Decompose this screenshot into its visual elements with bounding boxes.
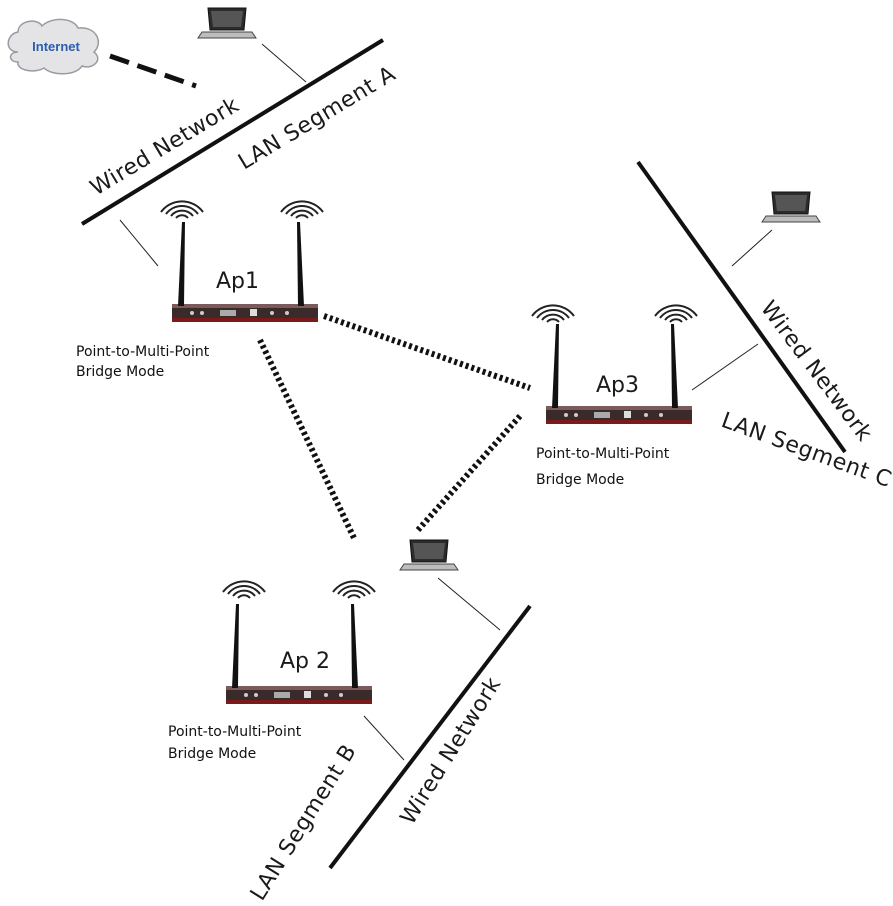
segment-c-network-label: Wired Network xyxy=(755,297,877,447)
wireless-link-ap3-laptop-b xyxy=(415,413,523,533)
wireless-signal-icon xyxy=(222,580,266,599)
segment-b-label: LAN Segment B xyxy=(246,740,362,905)
ap3-name: Ap3 xyxy=(596,373,639,398)
segment-a-network-label: Wired Network xyxy=(86,93,244,201)
ap3-cable xyxy=(691,343,759,391)
laptop-b-cable xyxy=(437,577,501,631)
wireless-signal-icon xyxy=(280,200,324,219)
laptop-c-cable xyxy=(731,229,773,267)
wireless-link-ap1-ap3 xyxy=(323,313,531,391)
wired-network-line-c xyxy=(636,160,847,454)
ap3-mode-line2: Bridge Mode xyxy=(536,472,624,488)
internet-label: Internet xyxy=(32,39,80,54)
ap2-mode-line1: Point-to-Multi-Point xyxy=(168,724,302,740)
ap3-mode-line1: Point-to-Multi-Point xyxy=(536,446,670,462)
internet-cloud-icon: Internet xyxy=(7,18,99,75)
ap2-mode-line2: Bridge Mode xyxy=(168,746,256,762)
segment-b-network-label: Wired Network xyxy=(396,673,507,829)
wireless-signal-icon xyxy=(160,200,204,219)
ap1-cable xyxy=(119,219,159,267)
internet-link xyxy=(109,53,197,89)
ap1-name: Ap1 xyxy=(216,269,259,294)
ap2-cable xyxy=(363,715,405,761)
wireless-links xyxy=(257,313,531,540)
wireless-link-ap1-ap2 xyxy=(257,338,357,540)
laptop-icon xyxy=(761,191,821,223)
wireless-signal-icon xyxy=(654,304,698,323)
laptop-icon xyxy=(197,7,257,39)
wired-network-line-a xyxy=(80,38,385,226)
wireless-signal-icon xyxy=(531,304,575,323)
laptop-a-cable xyxy=(261,43,307,83)
ap2-name: Ap 2 xyxy=(280,649,330,674)
laptop-icon xyxy=(399,539,459,571)
wireless-signal-icon xyxy=(332,580,376,599)
ap1-mode-line1: Point-to-Multi-Point xyxy=(76,344,210,360)
wired-network-line-b xyxy=(328,604,532,870)
ap1-mode-line2: Bridge Mode xyxy=(76,364,164,380)
